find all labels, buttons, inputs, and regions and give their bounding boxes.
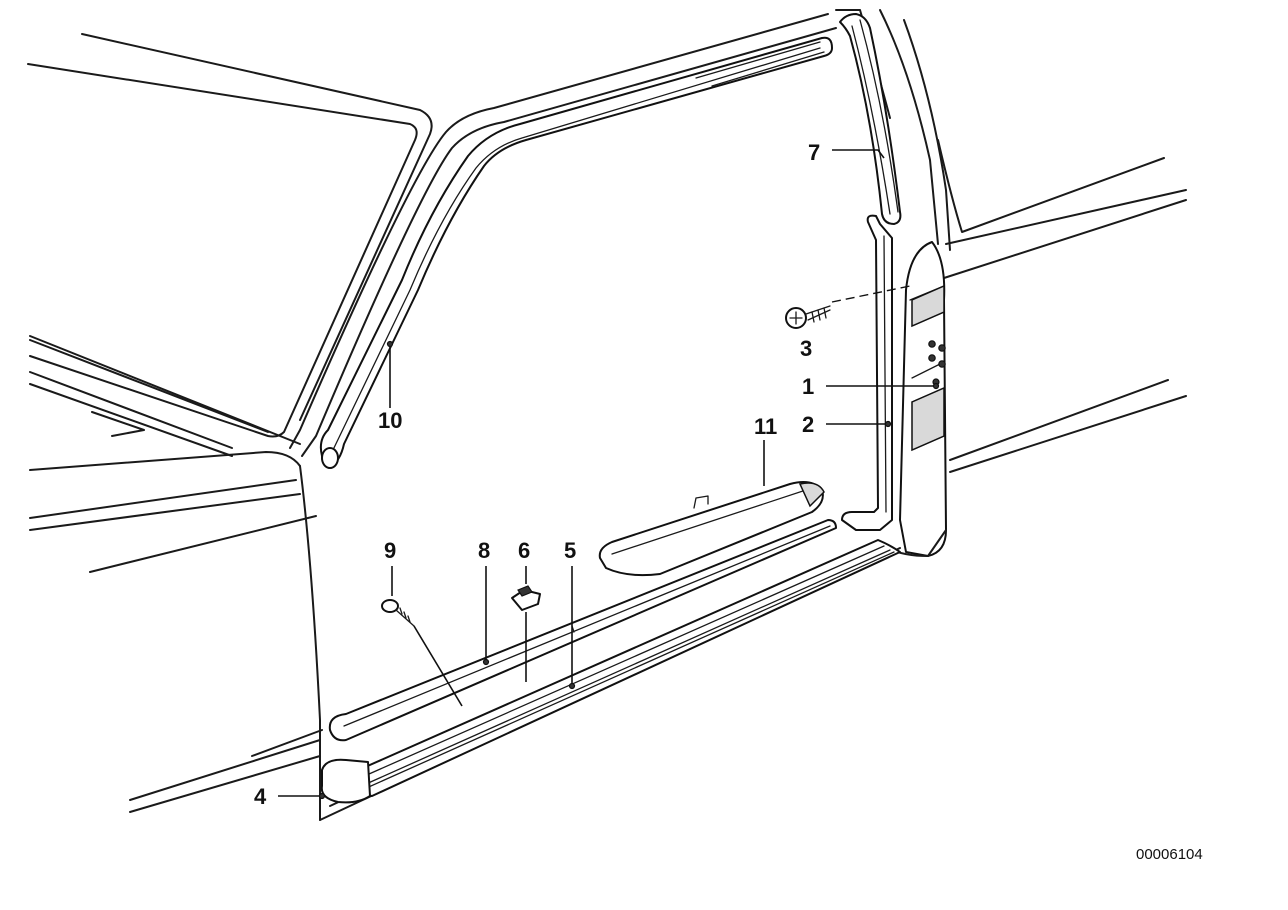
door-frame-top	[289, 9, 951, 457]
callout-1: 1	[802, 374, 814, 399]
sill-end-cap	[320, 758, 371, 804]
callout-9: 9	[384, 538, 396, 563]
screw-3	[785, 305, 831, 329]
callout-8: 8	[478, 538, 490, 563]
screw-9	[381, 599, 415, 627]
callout-3: 3	[800, 336, 812, 361]
pillar-seal	[839, 13, 902, 225]
callout-5: 5	[564, 538, 576, 563]
callout-4: 4	[254, 784, 267, 809]
diagram-reference-number: 00006104	[1136, 846, 1203, 863]
clip-6	[511, 585, 541, 611]
callout-2: 2	[802, 412, 814, 437]
weatherstrip	[841, 214, 893, 531]
callout-11: 11	[754, 414, 777, 439]
car-body-right	[937, 139, 1187, 473]
callout-10: 10	[378, 408, 402, 433]
inner-sill-cover	[328, 519, 837, 742]
sill-trim-strip	[353, 539, 901, 797]
pillar-trim	[899, 241, 947, 557]
callout-7: 7	[808, 140, 820, 165]
window-frame-seal	[319, 36, 833, 469]
callout-6: 6	[518, 538, 530, 563]
leader-lines	[278, 149, 940, 800]
car-body-left	[27, 33, 433, 821]
cover-panel	[598, 481, 825, 577]
